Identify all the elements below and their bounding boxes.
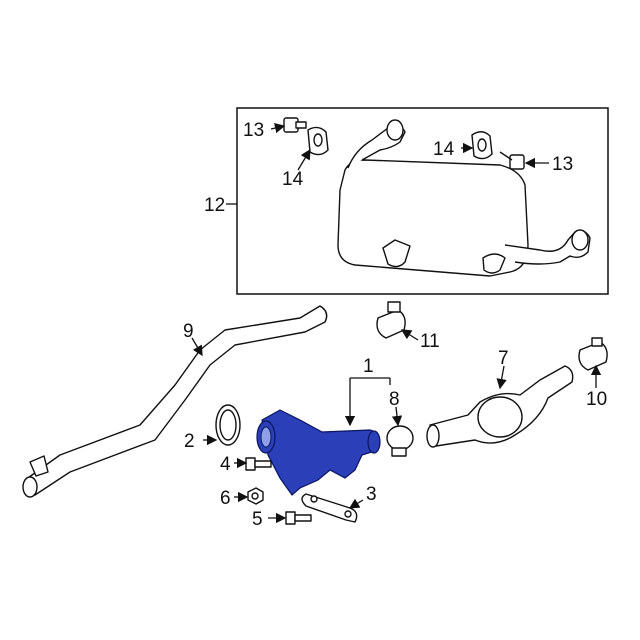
gasket-3[interactable] — [301, 493, 358, 523]
nut-6[interactable] — [247, 487, 264, 505]
catalytic-converter[interactable] — [426, 365, 574, 448]
callout-6: 6 — [220, 488, 231, 509]
callout-10: 10 — [586, 389, 607, 410]
callout-2: 2 — [184, 431, 195, 452]
insulator-left[interactable] — [307, 126, 329, 156]
callout-14-right: 14 — [433, 139, 455, 160]
muffler-inset-box — [236, 107, 609, 295]
clamp-10[interactable] — [578, 337, 608, 371]
bolt-5[interactable] — [285, 511, 312, 525]
clamp-8[interactable] — [386, 425, 414, 457]
clamp-2[interactable] — [215, 404, 241, 446]
callout-3: 3 — [366, 484, 377, 505]
bolt-4[interactable] — [245, 457, 272, 471]
callout-9: 9 — [183, 321, 194, 342]
callout-12: 12 — [204, 195, 225, 216]
callout-13-right: 13 — [552, 154, 573, 175]
callout-4: 4 — [220, 454, 231, 475]
bolt-right[interactable] — [499, 151, 525, 170]
bolt-left[interactable] — [283, 117, 307, 133]
callout-14-left: 14 — [282, 169, 304, 190]
callout-8: 8 — [389, 389, 400, 410]
callout-7: 7 — [498, 348, 509, 369]
clamp-11[interactable] — [376, 301, 406, 339]
callout-13-left: 13 — [243, 120, 264, 141]
callout-5: 5 — [252, 509, 263, 530]
insulator-right[interactable] — [471, 131, 493, 160]
converter-assembly-highlighted[interactable] — [256, 409, 381, 496]
intermediate-pipe[interactable] — [22, 305, 328, 498]
callout-1: 1 — [363, 356, 374, 377]
callout-11: 11 — [420, 331, 440, 352]
rear-muffler[interactable] — [337, 119, 591, 277]
